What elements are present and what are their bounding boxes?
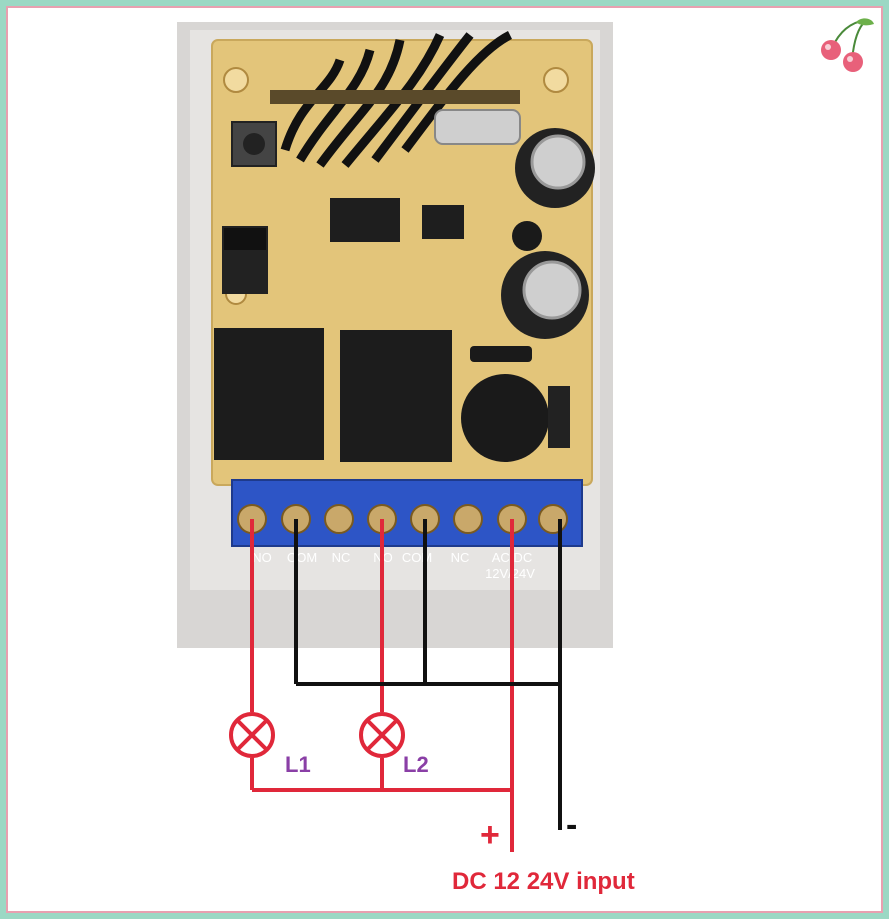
lamp-1: [229, 712, 275, 758]
lamp-2: [359, 712, 405, 758]
mount-hole: [223, 67, 249, 93]
lamp-1-label: L1: [285, 752, 311, 777]
voltage-jumper: [548, 386, 570, 448]
capacitor-c2-top: [522, 260, 582, 320]
black-wires: [294, 519, 562, 830]
jumper-cap: [224, 228, 266, 250]
relay-2: [340, 330, 452, 462]
plus-sign: +: [480, 816, 500, 854]
mount-hole: [543, 67, 569, 93]
screw-3: [324, 504, 354, 534]
ic-u2: [330, 198, 400, 242]
relay-1: [214, 328, 324, 460]
term-label-2: COM: [287, 550, 317, 565]
screw-8: [538, 504, 568, 534]
input-caption: DC 12 24V input: [452, 868, 635, 895]
capacitor-c1-top: [530, 134, 586, 190]
page-frame-inner: [6, 6, 883, 913]
inductor: [461, 374, 549, 462]
cherry-icon: [821, 18, 874, 72]
lamp-2-label: L2: [403, 752, 429, 777]
rf-module: [270, 90, 520, 104]
term-label-3: NC: [332, 550, 351, 565]
transistor: [512, 221, 542, 251]
minus-sign: -: [566, 806, 578, 844]
push-button: [231, 121, 277, 167]
term-label-5: COM: [402, 550, 432, 565]
crystal: [434, 109, 521, 145]
term-label-6: NC: [451, 550, 470, 565]
push-button-cap: [243, 133, 265, 155]
ic-u3: [422, 205, 464, 239]
term-label-1: NO: [252, 550, 272, 565]
screw-6: [453, 504, 483, 534]
diode: [470, 346, 532, 362]
